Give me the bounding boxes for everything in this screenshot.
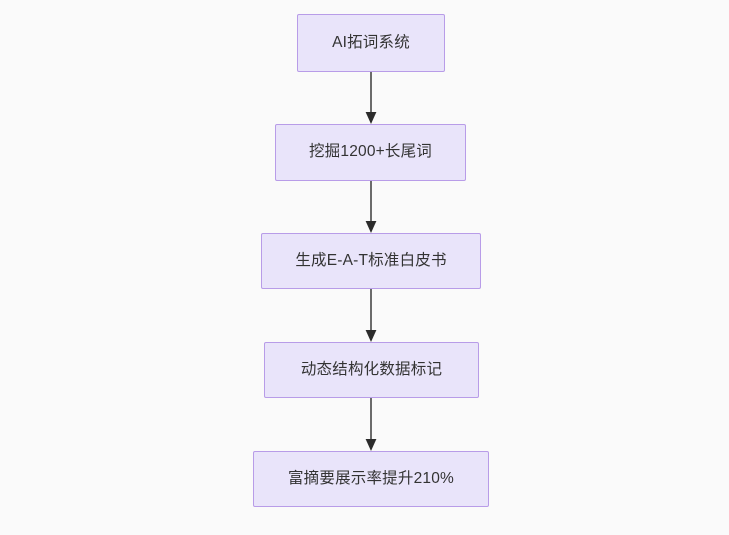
flow-node-label: 富摘要展示率提升210% bbox=[287, 469, 455, 487]
flow-node-ai-keyword-system[interactable]: AI拓词系统 bbox=[297, 14, 445, 72]
flow-node-eat-whitepaper[interactable]: 生成E-A-T标准白皮书 bbox=[261, 233, 481, 289]
flow-node-label: 挖掘1200+长尾词 bbox=[308, 143, 433, 161]
flow-edge-n3-n4 bbox=[361, 289, 381, 342]
flow-node-structured-data-markup[interactable]: 动态结构化数据标记 bbox=[264, 342, 479, 398]
flow-node-label: 动态结构化数据标记 bbox=[300, 360, 443, 378]
flow-node-longtail-mining[interactable]: 挖掘1200+长尾词 bbox=[275, 124, 466, 181]
flow-edge-n1-n2 bbox=[361, 72, 381, 124]
flow-node-label: AI拓词系统 bbox=[332, 33, 410, 51]
flow-node-rich-snippet-result[interactable]: 富摘要展示率提升210% bbox=[253, 451, 489, 507]
flow-node-label: 生成E-A-T标准白皮书 bbox=[295, 251, 447, 269]
flow-edge-n2-n3 bbox=[361, 181, 381, 233]
flow-edge-n4-n5 bbox=[361, 398, 381, 451]
